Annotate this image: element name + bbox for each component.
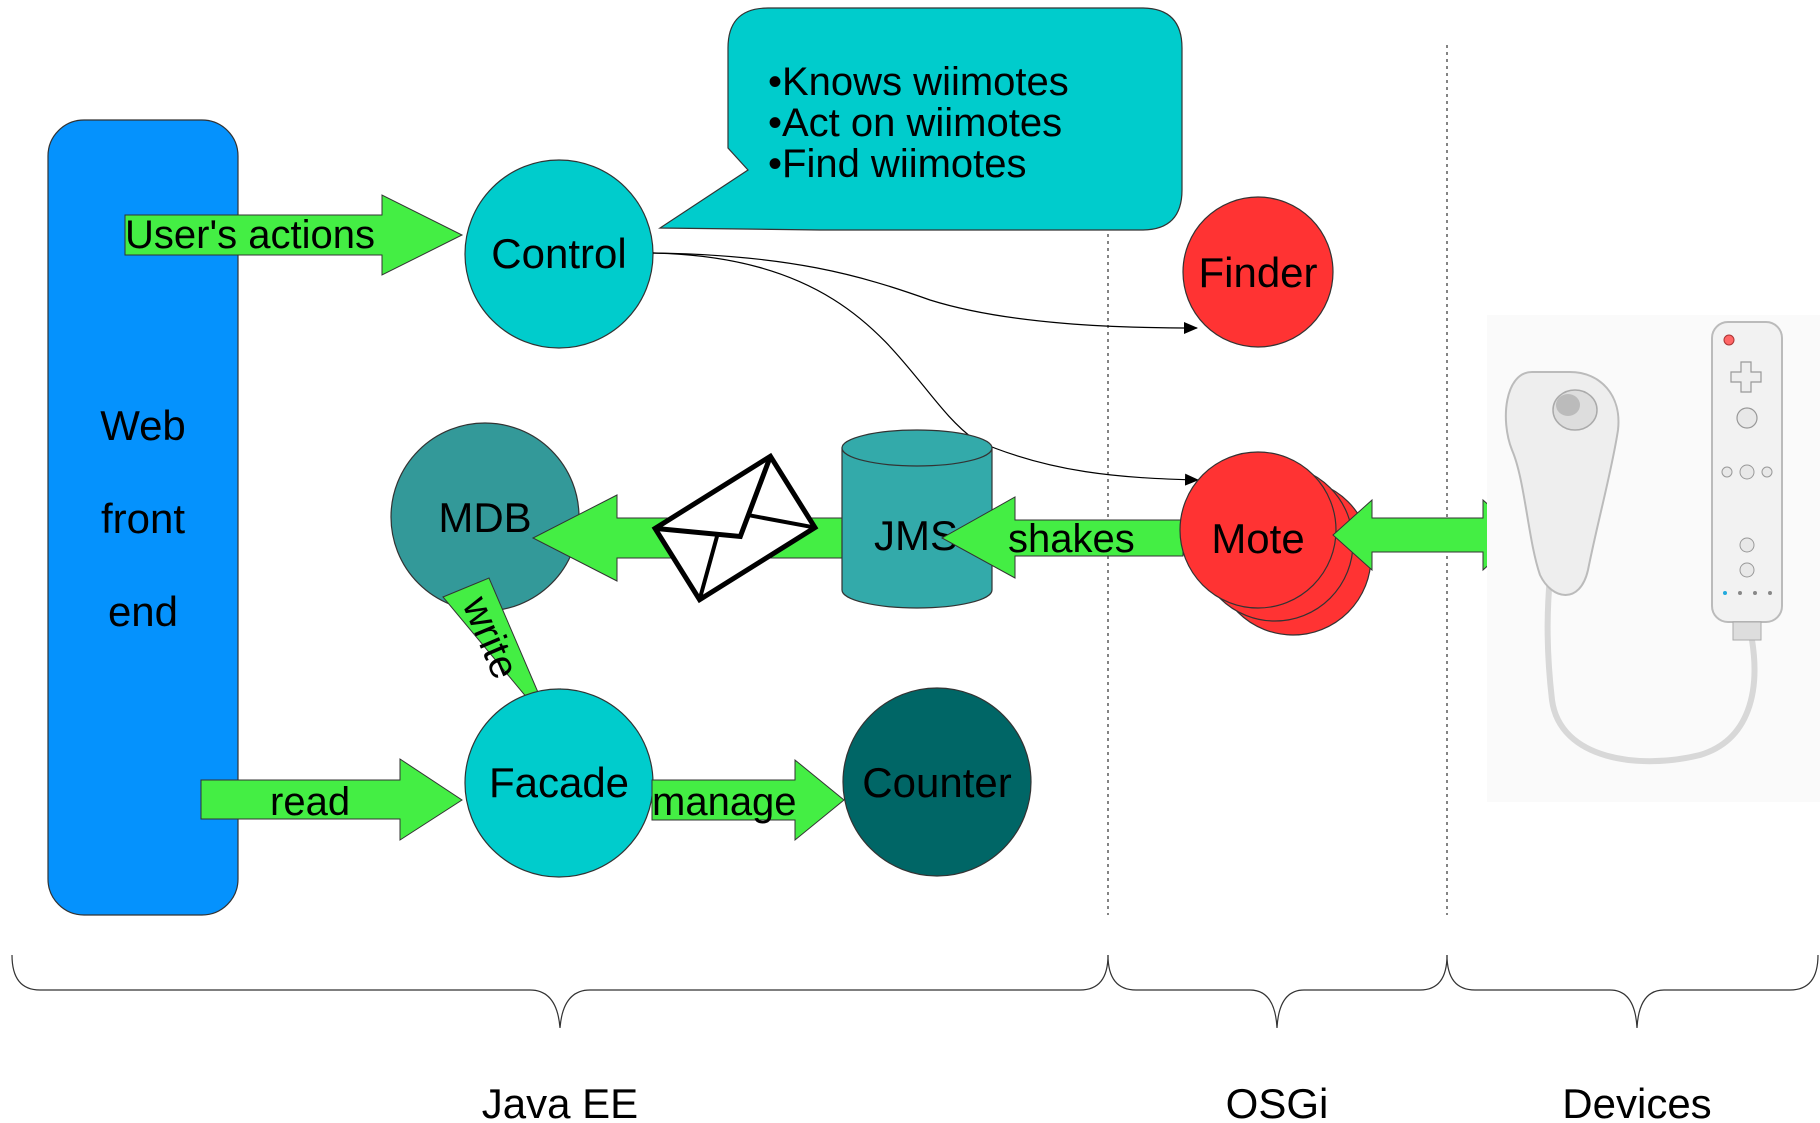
mdb-label: MDB — [438, 494, 531, 541]
control-label: Control — [491, 230, 626, 277]
shakes-arrow: shakes — [940, 496, 1184, 579]
users-actions-arrow: User's actions — [124, 194, 464, 276]
control-to-finder-connector — [652, 252, 1198, 334]
mdb-node: MDB — [390, 422, 580, 612]
callout-item: •Knows wiimotes — [768, 60, 1069, 104]
read-arrow: read — [200, 758, 463, 841]
wii-remote-nunchuk-image — [1487, 315, 1820, 802]
jms-label: JMS — [874, 512, 958, 559]
web-front-end-node: Web front end — [47, 119, 239, 916]
control-to-mote-connector — [652, 252, 1199, 486]
callout-item: •Find wiimotes — [768, 142, 1027, 186]
manage-label: manage — [652, 780, 797, 824]
counter-label: Counter — [862, 759, 1011, 806]
facade-label: Facade — [489, 759, 629, 806]
section-label-osgi: OSGi — [1226, 1080, 1329, 1123]
section-label-java-ee: Java EE — [482, 1080, 638, 1123]
osgi-brace — [1107, 954, 1448, 1029]
facade-node: Facade — [464, 688, 654, 878]
mote-node: Mote — [1179, 451, 1372, 636]
manage-arrow: manage — [651, 758, 845, 842]
java-ee-brace — [11, 954, 1109, 1029]
devices-brace — [1446, 954, 1819, 1029]
counter-node: Counter — [842, 687, 1032, 877]
envelope-icon — [651, 452, 819, 604]
mote-label: Mote — [1211, 515, 1304, 562]
shakes-label: shakes — [1008, 517, 1135, 561]
callout-item: •Act on wiimotes — [768, 101, 1062, 145]
section-label-devices: Devices — [1562, 1080, 1711, 1123]
jms-node: JMS — [841, 429, 993, 609]
web-front-end-line-1: Web — [100, 402, 186, 449]
web-front-end-line-2: front — [101, 495, 185, 542]
control-node: Control — [464, 159, 654, 349]
users-actions-label: User's actions — [125, 213, 375, 257]
finder-node: Finder — [1182, 196, 1334, 348]
callout: •Knows wiimotes •Act on wiimotes •Find w… — [658, 7, 1183, 231]
finder-label: Finder — [1198, 249, 1317, 296]
web-front-end-line-3: end — [108, 588, 178, 635]
read-label: read — [270, 780, 350, 824]
